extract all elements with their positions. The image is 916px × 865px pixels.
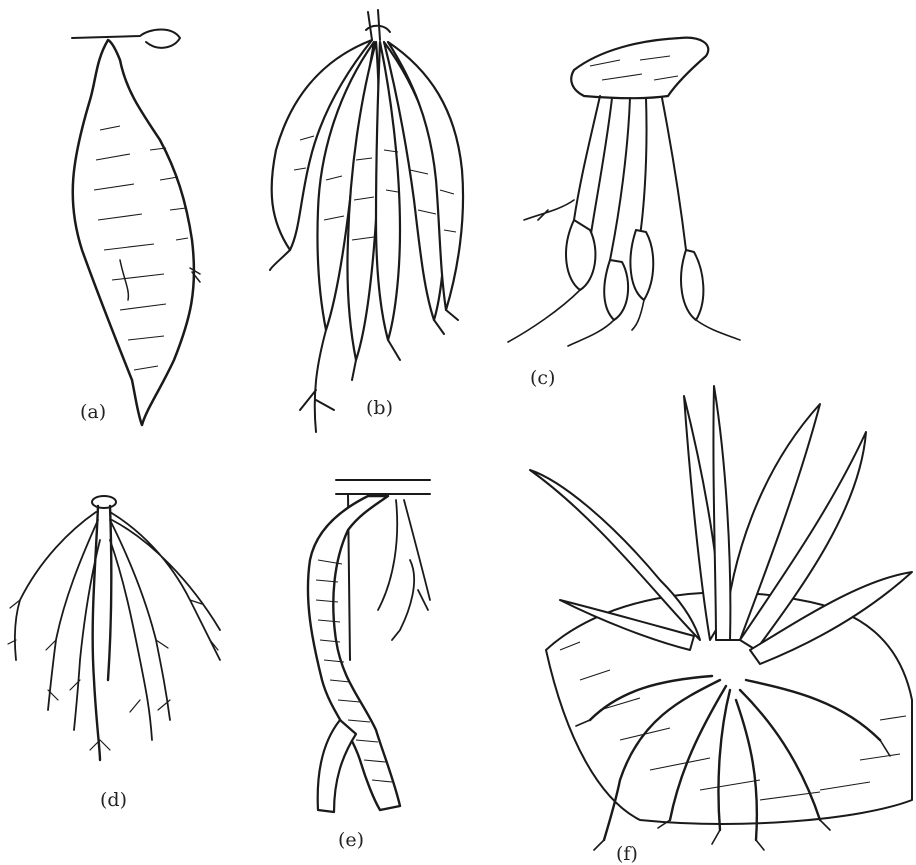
panel-label-b: (b) [366,397,393,419]
panel-d-moniliform-roots [8,496,220,760]
panel-label-c: (c) [530,367,555,389]
panel-label-e: (e) [338,829,364,851]
panel-label-a: (a) [80,401,106,423]
panel-e-aerial-root [308,480,430,812]
panel-b-fasciculated-roots [270,10,463,432]
panel-label-f: (f) [616,843,638,865]
panel-c-nodulose-roots [508,38,740,346]
panel-a-tuberous-root [72,30,200,426]
panel-f-aerial-roots-plant [530,386,912,850]
panel-label-d: (d) [100,789,127,811]
